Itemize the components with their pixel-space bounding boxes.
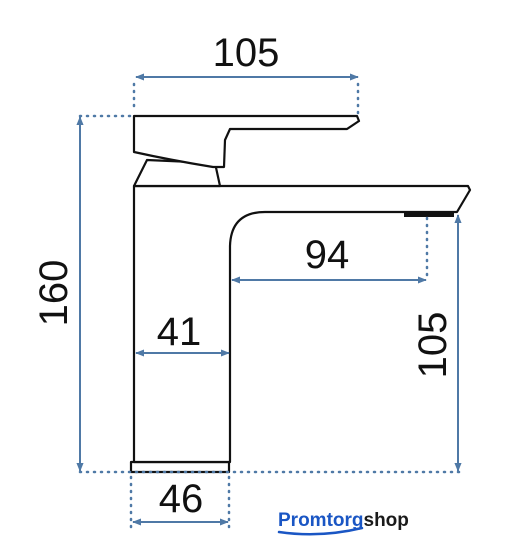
extension-lines [78, 82, 462, 532]
dim-label-body-width: 41 [157, 310, 202, 354]
logo-text-promtorg: Promtorg [278, 510, 364, 531]
dim-label-spout-height: 105 [411, 312, 455, 379]
faucet-body [132, 184, 472, 464]
dim-label-base-width: 46 [159, 477, 204, 521]
faucet-handle [132, 114, 361, 169]
logo-underline-swoosh [277, 526, 364, 536]
faucet-outline [129, 114, 472, 474]
dim-label-spout-reach: 94 [305, 233, 350, 277]
faucet-base [129, 460, 231, 474]
faucet-aerator [404, 212, 454, 217]
brand-logo: Promtorgshop [277, 510, 409, 536]
dimension-lines [76, 73, 462, 526]
logo-text-shop: shop [364, 510, 409, 531]
svg-text:Promtorgshop: Promtorgshop [278, 510, 409, 531]
dim-label-top-width: 105 [213, 31, 280, 75]
dimension-labels: 105 160 94 105 41 46 [32, 31, 455, 521]
dim-label-total-height: 160 [32, 260, 76, 327]
